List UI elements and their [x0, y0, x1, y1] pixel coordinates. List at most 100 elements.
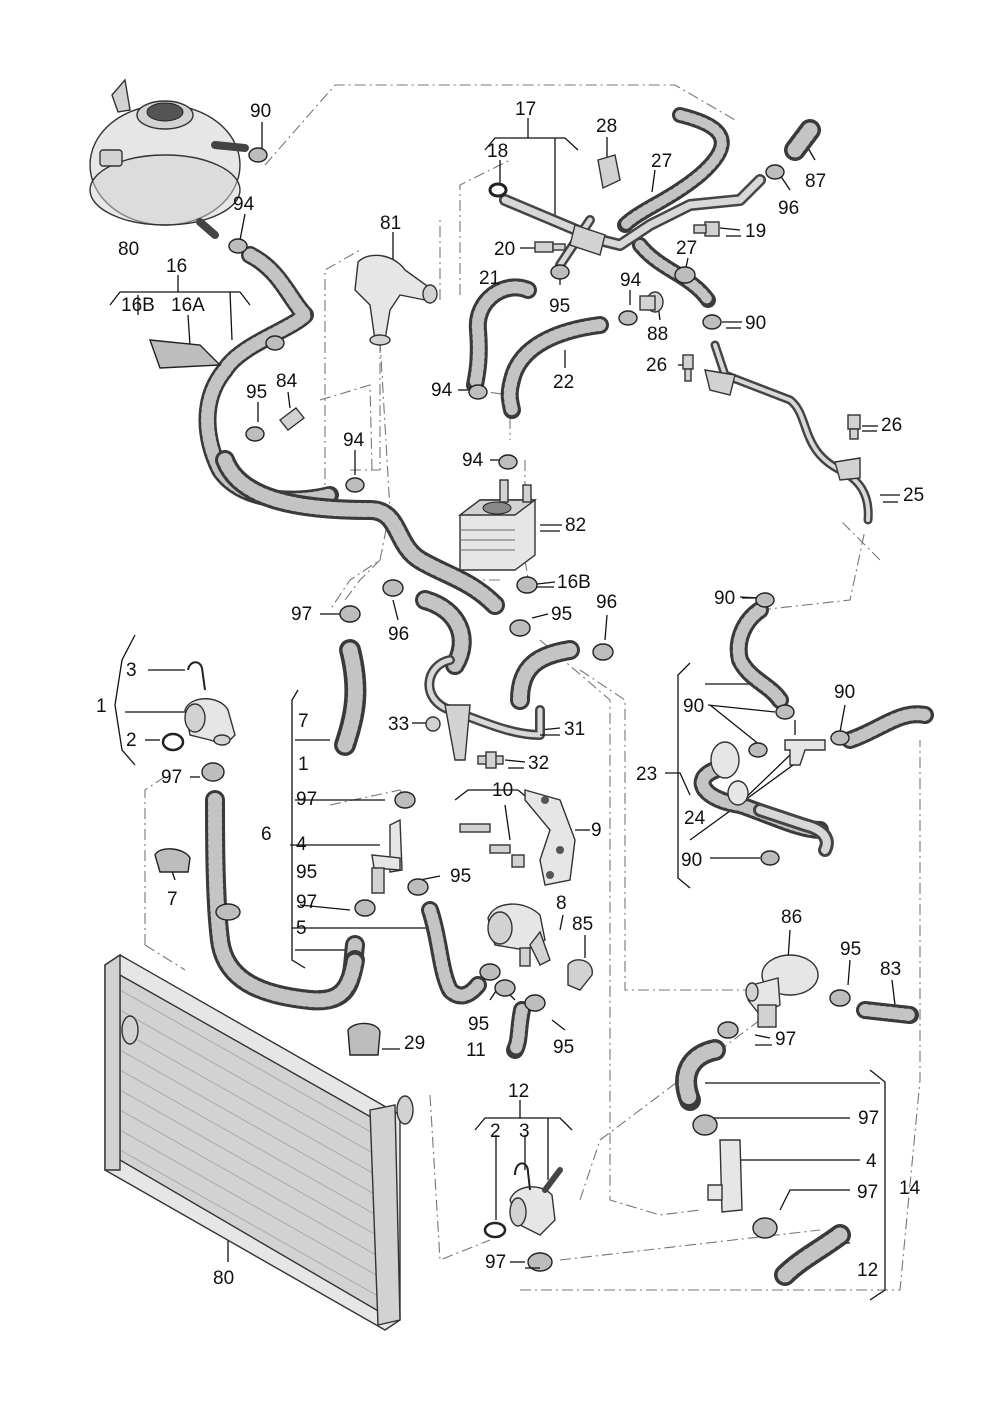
label-33: 33 — [388, 714, 409, 735]
label-94: 94 — [431, 380, 453, 401]
label-32: 32 — [528, 753, 549, 774]
label-12: 12 — [508, 1081, 529, 1102]
o-ring-18 — [488, 182, 508, 198]
label-29: 29 — [404, 1033, 425, 1054]
label-9: 9 — [591, 820, 602, 841]
thermostat-housing-86 — [745, 954, 819, 1028]
label-94: 94 — [343, 430, 365, 451]
clip-28 — [597, 154, 621, 190]
hose-87 — [784, 119, 821, 161]
label-1: 1 — [298, 754, 309, 775]
label-22: 22 — [553, 372, 574, 393]
bolt-20 — [534, 241, 566, 253]
hose-12-lower — [774, 1224, 851, 1286]
label-2: 2 — [490, 1121, 501, 1142]
label-95: 95 — [553, 1037, 574, 1058]
label-18: 18 — [487, 141, 508, 162]
label-80: 80 — [118, 239, 139, 260]
label-16B: 16B — [121, 295, 155, 316]
label-dashes — [382, 235, 898, 1269]
screw-26b — [847, 414, 861, 440]
label-5: 5 — [296, 918, 307, 939]
bolt-32 — [477, 751, 504, 769]
part-number-labels: 80 90 94 16 16B 16A 81 17 18 28 27 87 96… — [96, 99, 924, 1289]
label-31: 31 — [564, 719, 585, 740]
label-85: 85 — [572, 914, 593, 935]
label-81: 81 — [380, 213, 401, 234]
label-11: 11 — [466, 1040, 486, 1061]
label-3: 3 — [519, 1121, 530, 1142]
label-97: 97 — [775, 1029, 796, 1050]
label-86: 86 — [781, 907, 802, 928]
label-82: 82 — [565, 515, 586, 536]
label-83: 83 — [880, 959, 901, 980]
oil-cooler-82 — [457, 479, 538, 571]
label-94: 94 — [620, 270, 642, 291]
label-6: 6 — [261, 824, 272, 845]
label-95: 95 — [246, 382, 267, 403]
label-95: 95 — [549, 296, 570, 317]
label-16: 16 — [166, 256, 187, 277]
t-piece-4-lower — [707, 1139, 743, 1213]
parts — [89, 78, 861, 1331]
label-94: 94 — [233, 194, 255, 215]
valve-24 — [710, 741, 749, 806]
label-27: 27 — [676, 238, 697, 259]
label-96: 96 — [778, 198, 799, 219]
label-16B: 16B — [557, 572, 591, 593]
label-97: 97 — [296, 892, 317, 913]
label-94: 94 — [462, 450, 484, 471]
clamp-bracket-7 — [154, 848, 191, 873]
screw-26a — [682, 354, 694, 382]
rigid-pipes — [424, 174, 873, 857]
label-16A: 16A — [171, 295, 205, 316]
hose-22 — [500, 316, 609, 419]
cap-85 — [567, 959, 593, 991]
label-90: 90 — [714, 588, 735, 609]
label-14: 14 — [899, 1178, 921, 1199]
hose-16 — [198, 246, 505, 615]
label-87: 87 — [805, 171, 826, 192]
label-4: 4 — [866, 1151, 877, 1172]
label-25: 25 — [903, 485, 924, 506]
hose-14-upper — [675, 1039, 726, 1111]
pipe-17 — [499, 174, 766, 270]
hose-95-upper — [415, 590, 580, 710]
label-1: 1 — [96, 696, 107, 717]
label-17: 17 — [515, 99, 536, 120]
label-90: 90 — [681, 850, 702, 871]
label-88: 88 — [647, 324, 668, 345]
clamp-bracket-29 — [347, 1022, 381, 1056]
nut-33 — [425, 716, 441, 732]
label-28: 28 — [596, 116, 617, 137]
label-7: 7 — [298, 711, 309, 732]
label-12: 12 — [857, 1260, 878, 1281]
connector-81 — [354, 254, 438, 346]
t-piece-23 — [784, 739, 826, 766]
label-96: 96 — [596, 592, 617, 613]
label-80: 80 — [213, 1268, 234, 1289]
dashed-connection-lines — [144, 84, 921, 1291]
label-21: 21 — [479, 268, 500, 289]
label-19: 19 — [745, 221, 766, 242]
label-95: 95 — [551, 604, 572, 625]
label-95: 95 — [468, 1014, 489, 1035]
pipe-24 — [753, 803, 834, 857]
label-97: 97 — [161, 767, 182, 788]
radiator-80 — [104, 953, 414, 1331]
label-10: 10 — [492, 780, 513, 801]
hose-clamps — [148, 147, 851, 1272]
label-90: 90 — [250, 101, 271, 122]
label-97: 97 — [858, 1108, 879, 1129]
label-8: 8 — [556, 893, 567, 914]
elbow-connector-1 — [161, 661, 236, 752]
label-20: 20 — [494, 239, 515, 260]
label-97: 97 — [485, 1252, 506, 1273]
label-95: 95 — [450, 866, 471, 887]
pump-8 — [487, 903, 551, 967]
label-95: 95 — [296, 862, 317, 883]
label-90: 90 — [834, 682, 855, 703]
label-26: 26 — [646, 355, 667, 376]
label-90: 90 — [683, 696, 704, 717]
